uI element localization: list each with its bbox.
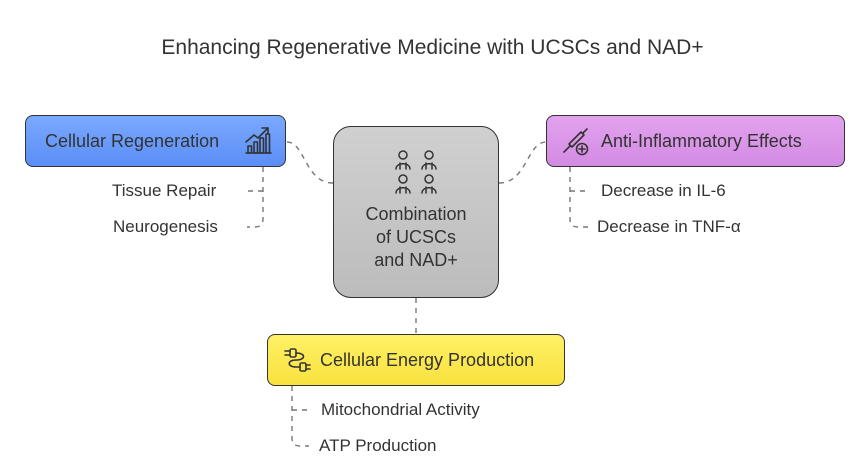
person-icon [395, 150, 411, 170]
connector-center-regeneration [286, 141, 334, 184]
node-cellular-regeneration-label: Cellular Regeneration [45, 130, 220, 151]
regeneration-item-tissue-repair: Tissue Repair [112, 181, 217, 200]
center-label-line-1: Combination [365, 204, 467, 224]
energy-item-mitochondrial: Mitochondrial Activity [321, 400, 480, 419]
center-label-line-2: of UCSCs [375, 227, 456, 247]
node-anti-inflammatory-label: Anti-Inflammatory Effects [601, 130, 802, 151]
person-icon [395, 174, 411, 194]
node-cellular-regeneration: Cellular Regeneration [25, 115, 286, 167]
connector-center-anti-inflammatory [498, 141, 547, 184]
connector-anti-items [569, 167, 588, 228]
people-group-icon [391, 149, 441, 195]
anti-item-tnf: Decrease in TNF-α [597, 217, 741, 236]
connector-regeneration-items [247, 167, 264, 228]
person-icon [421, 150, 437, 170]
plug-energy-icon [284, 348, 311, 372]
node-energy-production-label: Cellular Energy Production [320, 349, 535, 370]
center-label-line-3: and NAD+ [374, 250, 458, 270]
syringe-plus-icon [563, 128, 589, 156]
person-icon [421, 174, 437, 194]
node-center-combination: Combination of UCSCs and NAD+ [333, 126, 499, 298]
anti-item-il6: Decrease in IL-6 [601, 181, 726, 200]
connector-energy-items [291, 386, 309, 447]
energy-item-atp: ATP Production [319, 436, 437, 455]
node-energy-production: Cellular Energy Production [267, 334, 565, 386]
diagram-title: Enhancing Regenerative Medicine with UCS… [161, 36, 704, 59]
growth-chart-icon [245, 127, 272, 154]
node-center-label: Combination of UCSCs and NAD+ [341, 203, 491, 272]
node-anti-inflammatory: Anti-Inflammatory Effects [546, 115, 845, 167]
regeneration-item-neurogenesis: Neurogenesis [113, 217, 218, 236]
